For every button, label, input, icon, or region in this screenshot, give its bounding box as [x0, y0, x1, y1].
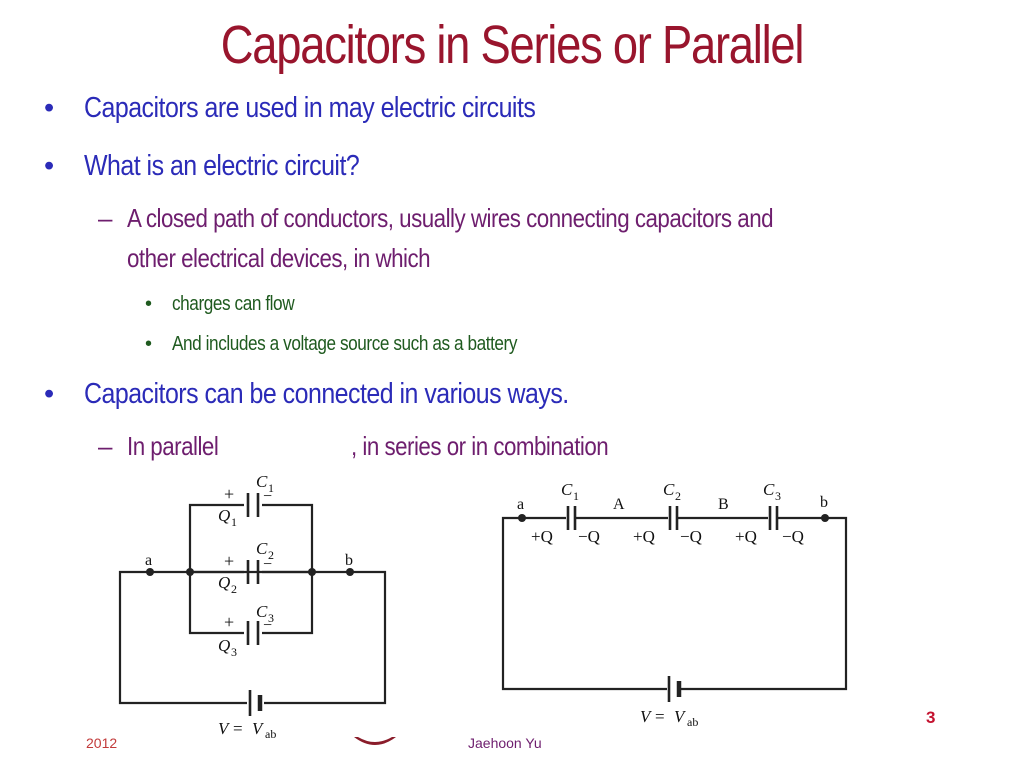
label-q3-sub: 3	[231, 645, 237, 659]
label-q3: Q	[218, 636, 230, 655]
voltage-vab: V	[674, 707, 687, 726]
sub-bullet-line-1: A closed path of conductors, usually wir…	[127, 203, 774, 233]
bullet-text-3: Capacitors can be connected in various w…	[84, 378, 569, 410]
sub-sub-bullet-2: And includes a voltage source such as a …	[172, 333, 518, 355]
node-label-a: a	[517, 496, 524, 513]
label-c1: C	[256, 472, 268, 491]
footer-author: Jaehoon Yu	[468, 735, 542, 751]
charge-plus-1: +Q	[531, 527, 553, 546]
sub-bullet-line-2: other electrical devices, in which	[127, 243, 431, 273]
label-q2: Q	[218, 573, 230, 592]
bullet-text-2: What is an electric circuit?	[84, 150, 360, 182]
bullet-marker: •	[44, 378, 54, 410]
voltage-vab: V	[252, 719, 265, 738]
charge-plus-2: +Q	[633, 527, 655, 546]
voltage-v: V	[218, 719, 231, 738]
label-q1-sub: 1	[231, 515, 237, 529]
series-circuit-diagram: a b A B C 1 C 2 C 3 +Q −Q +Q −Q +Q −Q V …	[501, 480, 848, 729]
voltage-eq: =	[655, 707, 665, 726]
bullet-marker: •	[145, 293, 152, 315]
label-q1: Q	[218, 506, 230, 525]
label-c1: C	[561, 480, 573, 499]
label-c3-sub: 3	[775, 489, 781, 503]
charge-minus-1: −Q	[578, 527, 600, 546]
label-c2: C	[256, 539, 268, 558]
minus-sign: −	[263, 556, 272, 573]
node-label-b: b	[820, 494, 828, 511]
label-c2: C	[663, 480, 675, 499]
slide-title: Capacitors in Series or Parallel	[220, 15, 805, 75]
minus-sign: −	[263, 488, 272, 505]
dash-marker: –	[98, 431, 112, 461]
label-q2-sub: 2	[231, 582, 237, 596]
sub-bullet-series: , in series or in combination	[351, 431, 609, 461]
node-label-A: A	[613, 496, 625, 513]
node-label-B: B	[718, 496, 729, 513]
voltage-eq: =	[233, 719, 243, 738]
plus-sign: +	[224, 612, 234, 632]
label-c3-sub: 3	[268, 611, 274, 625]
minus-sign: −	[263, 617, 272, 634]
voltage-v: V	[640, 707, 653, 726]
sub-sub-bullet-1: charges can flow	[172, 293, 295, 315]
parallel-circuit-diagram: a b + − C 1 Q 1 + − C 2 Q 2 + − C 3 Q 3 …	[118, 472, 387, 741]
dash-marker: –	[98, 203, 112, 233]
label-c2-sub: 2	[675, 489, 681, 503]
charge-minus-2: −Q	[680, 527, 702, 546]
label-c1-sub: 1	[268, 481, 274, 495]
charge-plus-3: +Q	[735, 527, 757, 546]
sub-bullet-parallel: In parallel	[127, 431, 219, 461]
label-c1-sub: 1	[573, 489, 579, 503]
footer-date: 2012	[86, 735, 118, 751]
label-c2-sub: 2	[268, 548, 274, 562]
label-c3: C	[256, 602, 268, 621]
node-label-a: a	[145, 552, 152, 569]
label-c3: C	[763, 480, 775, 499]
plus-sign: +	[224, 551, 234, 571]
voltage-ab-sub: ab	[265, 727, 276, 741]
voltage-ab-sub: ab	[687, 715, 698, 729]
plus-sign: +	[224, 484, 234, 504]
bullet-marker: •	[145, 333, 152, 355]
charge-minus-3: −Q	[782, 527, 804, 546]
bullet-marker: •	[44, 92, 54, 124]
bullet-marker: •	[44, 150, 54, 182]
bullet-text-1: Capacitors are used in may electric circ…	[84, 92, 536, 124]
page-number: 3	[926, 708, 936, 727]
university-logo-fragment	[354, 737, 396, 745]
node-label-b: b	[345, 552, 353, 569]
